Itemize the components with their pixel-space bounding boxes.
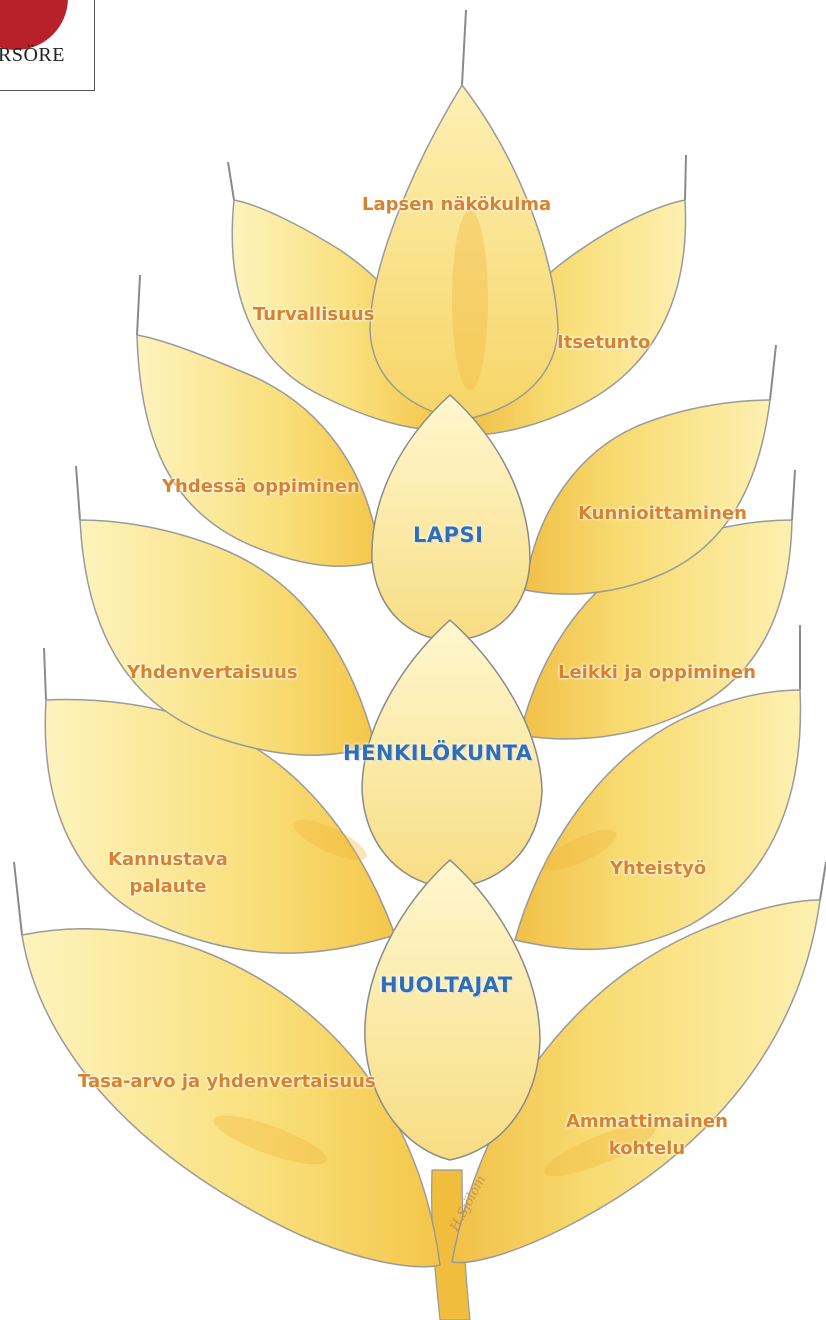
label-kannustava-line1: Kannustava <box>108 846 228 873</box>
label-lapsen-nakokulma: Lapsen näkökulma <box>362 191 551 218</box>
label-tasa-arvo: Tasa-arvo ja yhdenvertaisuus <box>78 1068 376 1095</box>
label-ammattimainen-line2: kohtelu <box>566 1135 728 1162</box>
label-kannustava-palaute: Kannustava palaute <box>108 846 228 900</box>
label-kunnioittaminen: Kunnioittaminen <box>578 500 747 527</box>
label-ammattimainen-line1: Ammattimainen <box>566 1108 728 1135</box>
label-itsetunto: Itsetunto <box>557 329 650 356</box>
core-label-lapsi: LAPSI <box>413 523 483 547</box>
label-yhteistyo: Yhteistyö <box>610 855 706 882</box>
label-leikki-ja-oppiminen: Leikki ja oppiminen <box>558 659 756 686</box>
label-yhdessa-oppiminen: Yhdessä oppiminen <box>162 473 360 500</box>
logo: RSÖRE <box>0 0 95 91</box>
core-label-huoltajat: HUOLTAJAT <box>380 973 513 997</box>
label-yhdenvertaisuus: Yhdenvertaisuus <box>127 659 298 686</box>
logo-text: RSÖRE <box>0 44 65 67</box>
label-ammattimainen-kohtelu: Ammattimainen kohtelu <box>566 1108 728 1162</box>
label-kannustava-line2: palaute <box>108 873 228 900</box>
label-turvallisuus: Turvallisuus <box>253 301 374 328</box>
core-lobe-huoltajat <box>365 860 540 1160</box>
logo-emblem <box>0 0 68 50</box>
core-label-henkilokunta: HENKILÖKUNTA <box>343 741 533 765</box>
